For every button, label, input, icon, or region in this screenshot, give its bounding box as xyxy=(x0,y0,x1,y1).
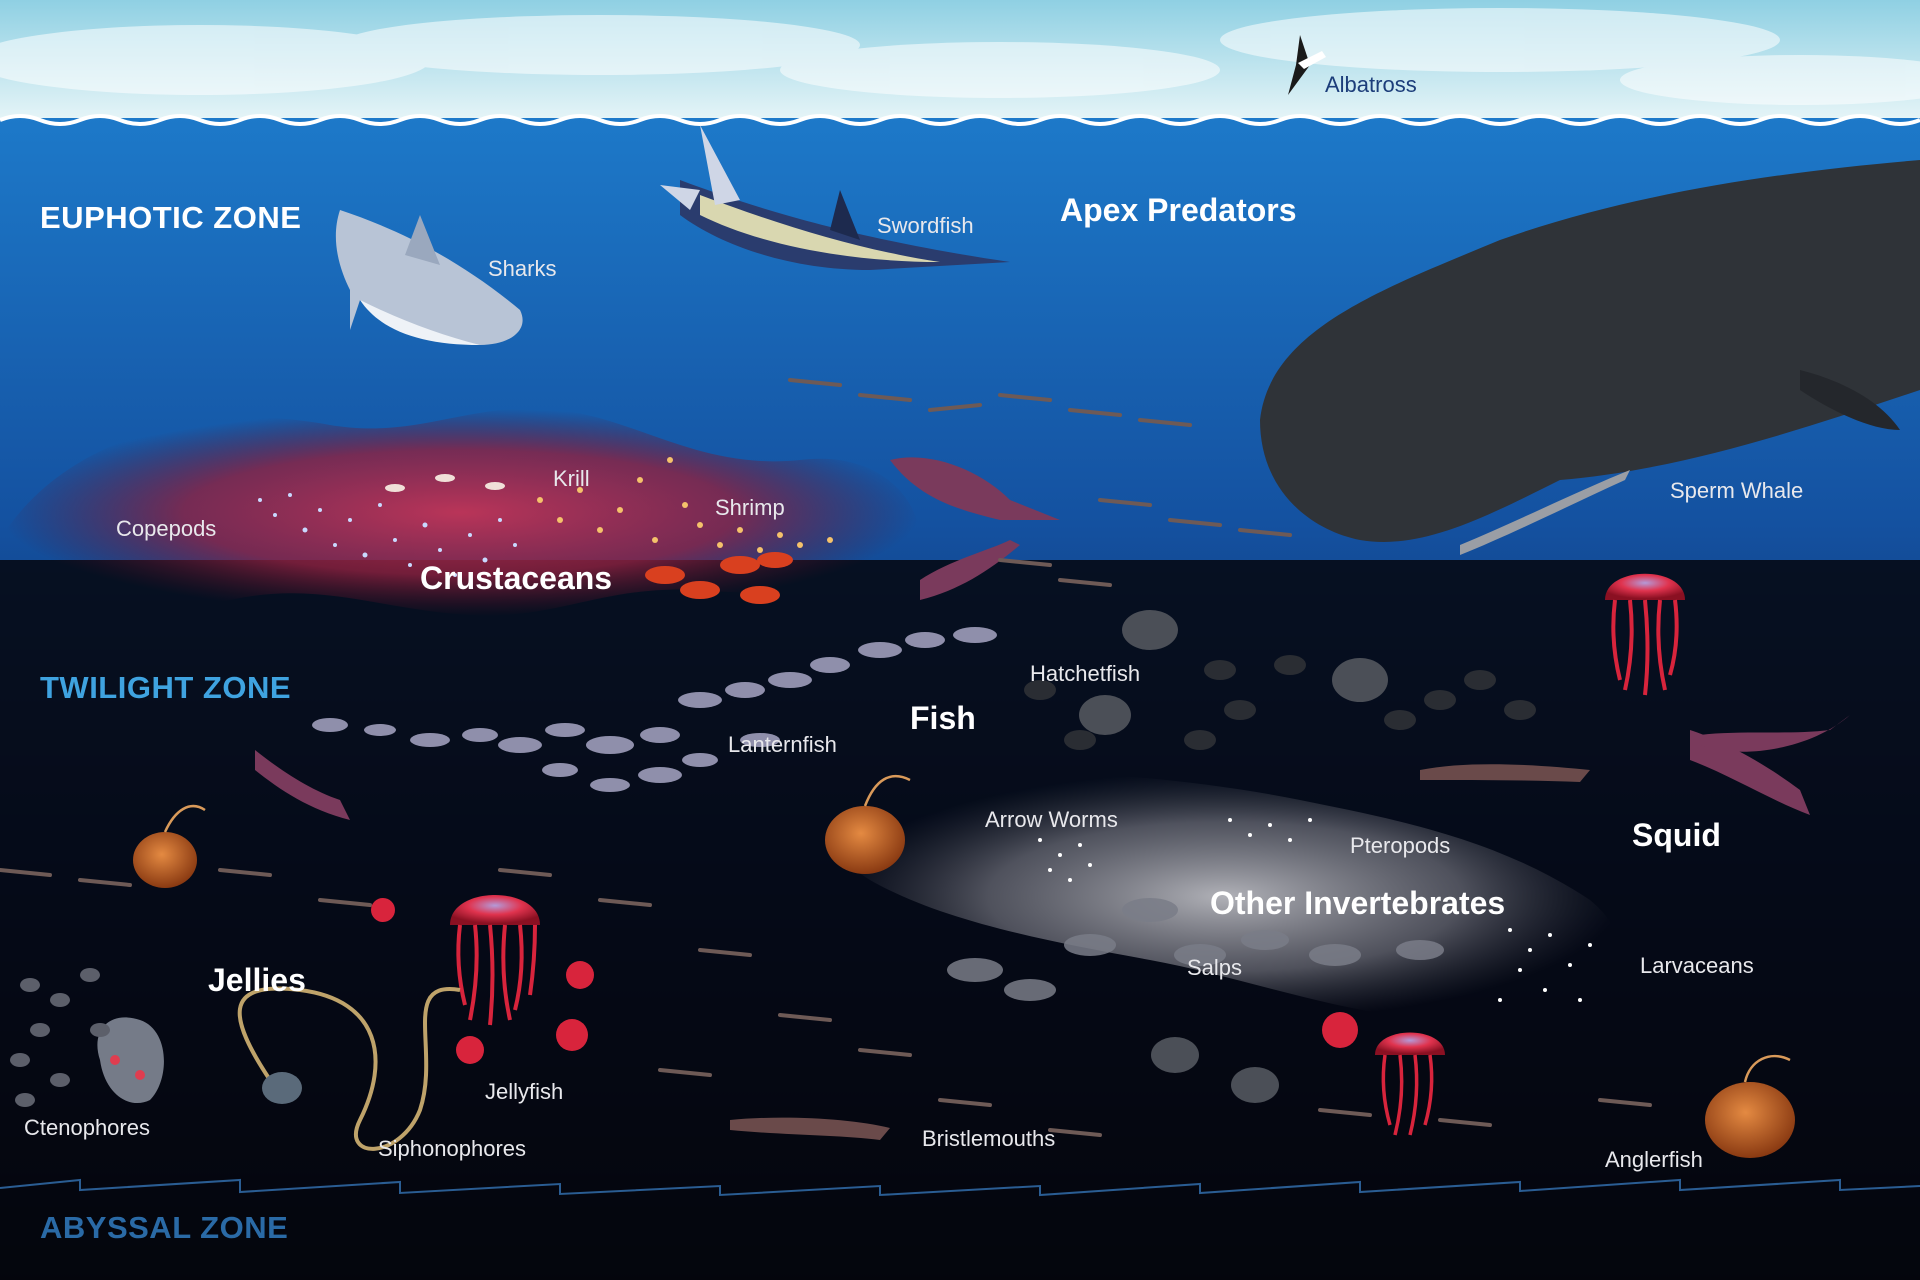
group-label-other-invertebrates: Other Invertebrates xyxy=(1210,885,1506,921)
species-label-albatross: Albatross xyxy=(1325,72,1417,97)
group-label-apex-predators: Apex Predators xyxy=(1060,192,1297,228)
anglerfish-icon xyxy=(133,775,1795,1158)
species-label-sharks: Sharks xyxy=(488,256,557,281)
species-label-salps: Salps xyxy=(1187,955,1243,980)
ctenophore-icon xyxy=(97,1017,164,1104)
species-label-anglerfish: Anglerfish xyxy=(1605,1147,1703,1172)
group-label-crustaceans: Crustaceans xyxy=(420,560,613,596)
crustaceans-glow xyxy=(0,408,920,617)
clouds xyxy=(0,8,1920,105)
species-label-arrow-worms: Arrow Worms xyxy=(985,807,1118,832)
species-label-jellyfish: Jellyfish xyxy=(485,1079,564,1104)
zone-label-twilight: TWILIGHT ZONE xyxy=(40,670,292,705)
swordfish-icon xyxy=(660,125,1010,270)
species-label-larvaceans: Larvaceans xyxy=(1640,953,1754,978)
species-label-bristlemouths: Bristlemouths xyxy=(922,1126,1056,1151)
shrimp-group xyxy=(645,552,793,604)
species-label-ctenophores: Ctenophores xyxy=(24,1115,150,1140)
invertebrate-particles xyxy=(1038,818,1592,1002)
hatchetfish-icon xyxy=(1079,610,1388,1103)
copepod-particles xyxy=(258,493,517,577)
group-label-jellies: Jellies xyxy=(208,962,306,998)
lanternfish-icon xyxy=(312,627,997,792)
group-label-squid: Squid xyxy=(1632,817,1721,853)
bristlemouth-icon xyxy=(0,378,1652,1137)
species-label-lanternfish: Lanternfish xyxy=(728,732,837,757)
siphonophore-icon xyxy=(237,986,461,1151)
species-label-krill: Krill xyxy=(553,466,590,491)
species-label-swordfish: Swordfish xyxy=(877,213,974,238)
dark-fish-school xyxy=(1024,655,1536,750)
bristlemouth-large-icon xyxy=(730,764,1590,1140)
albatross-icon xyxy=(1288,35,1326,95)
species-label-copepods: Copepods xyxy=(116,516,217,541)
species-label-sperm-whale: Sperm Whale xyxy=(1670,478,1804,503)
species-label-pteropods: Pteropods xyxy=(1350,833,1451,858)
species-label-hatchetfish: Hatchetfish xyxy=(1030,661,1141,686)
shark-icon xyxy=(335,210,523,345)
wave-line xyxy=(0,114,1920,126)
krill-particles xyxy=(537,457,833,553)
jellyfish-icon xyxy=(371,573,1685,1136)
group-label-fish: Fish xyxy=(910,700,976,736)
abyssal-boundary xyxy=(0,1178,1920,1197)
squid-icon xyxy=(255,457,1850,820)
species-label-shrimp: Shrimp xyxy=(715,495,785,520)
zone-label-abyssal: ABYSSAL ZONE xyxy=(40,1210,289,1245)
ctenophore-school xyxy=(10,968,110,1107)
species-label-siphonophores: Siphonophores xyxy=(378,1136,527,1161)
salp-icon xyxy=(947,898,1444,1001)
krill-group xyxy=(385,474,505,492)
zone-label-euphotic: EUPHOTIC ZONE xyxy=(40,200,302,235)
sperm-whale-icon xyxy=(1260,160,1920,555)
